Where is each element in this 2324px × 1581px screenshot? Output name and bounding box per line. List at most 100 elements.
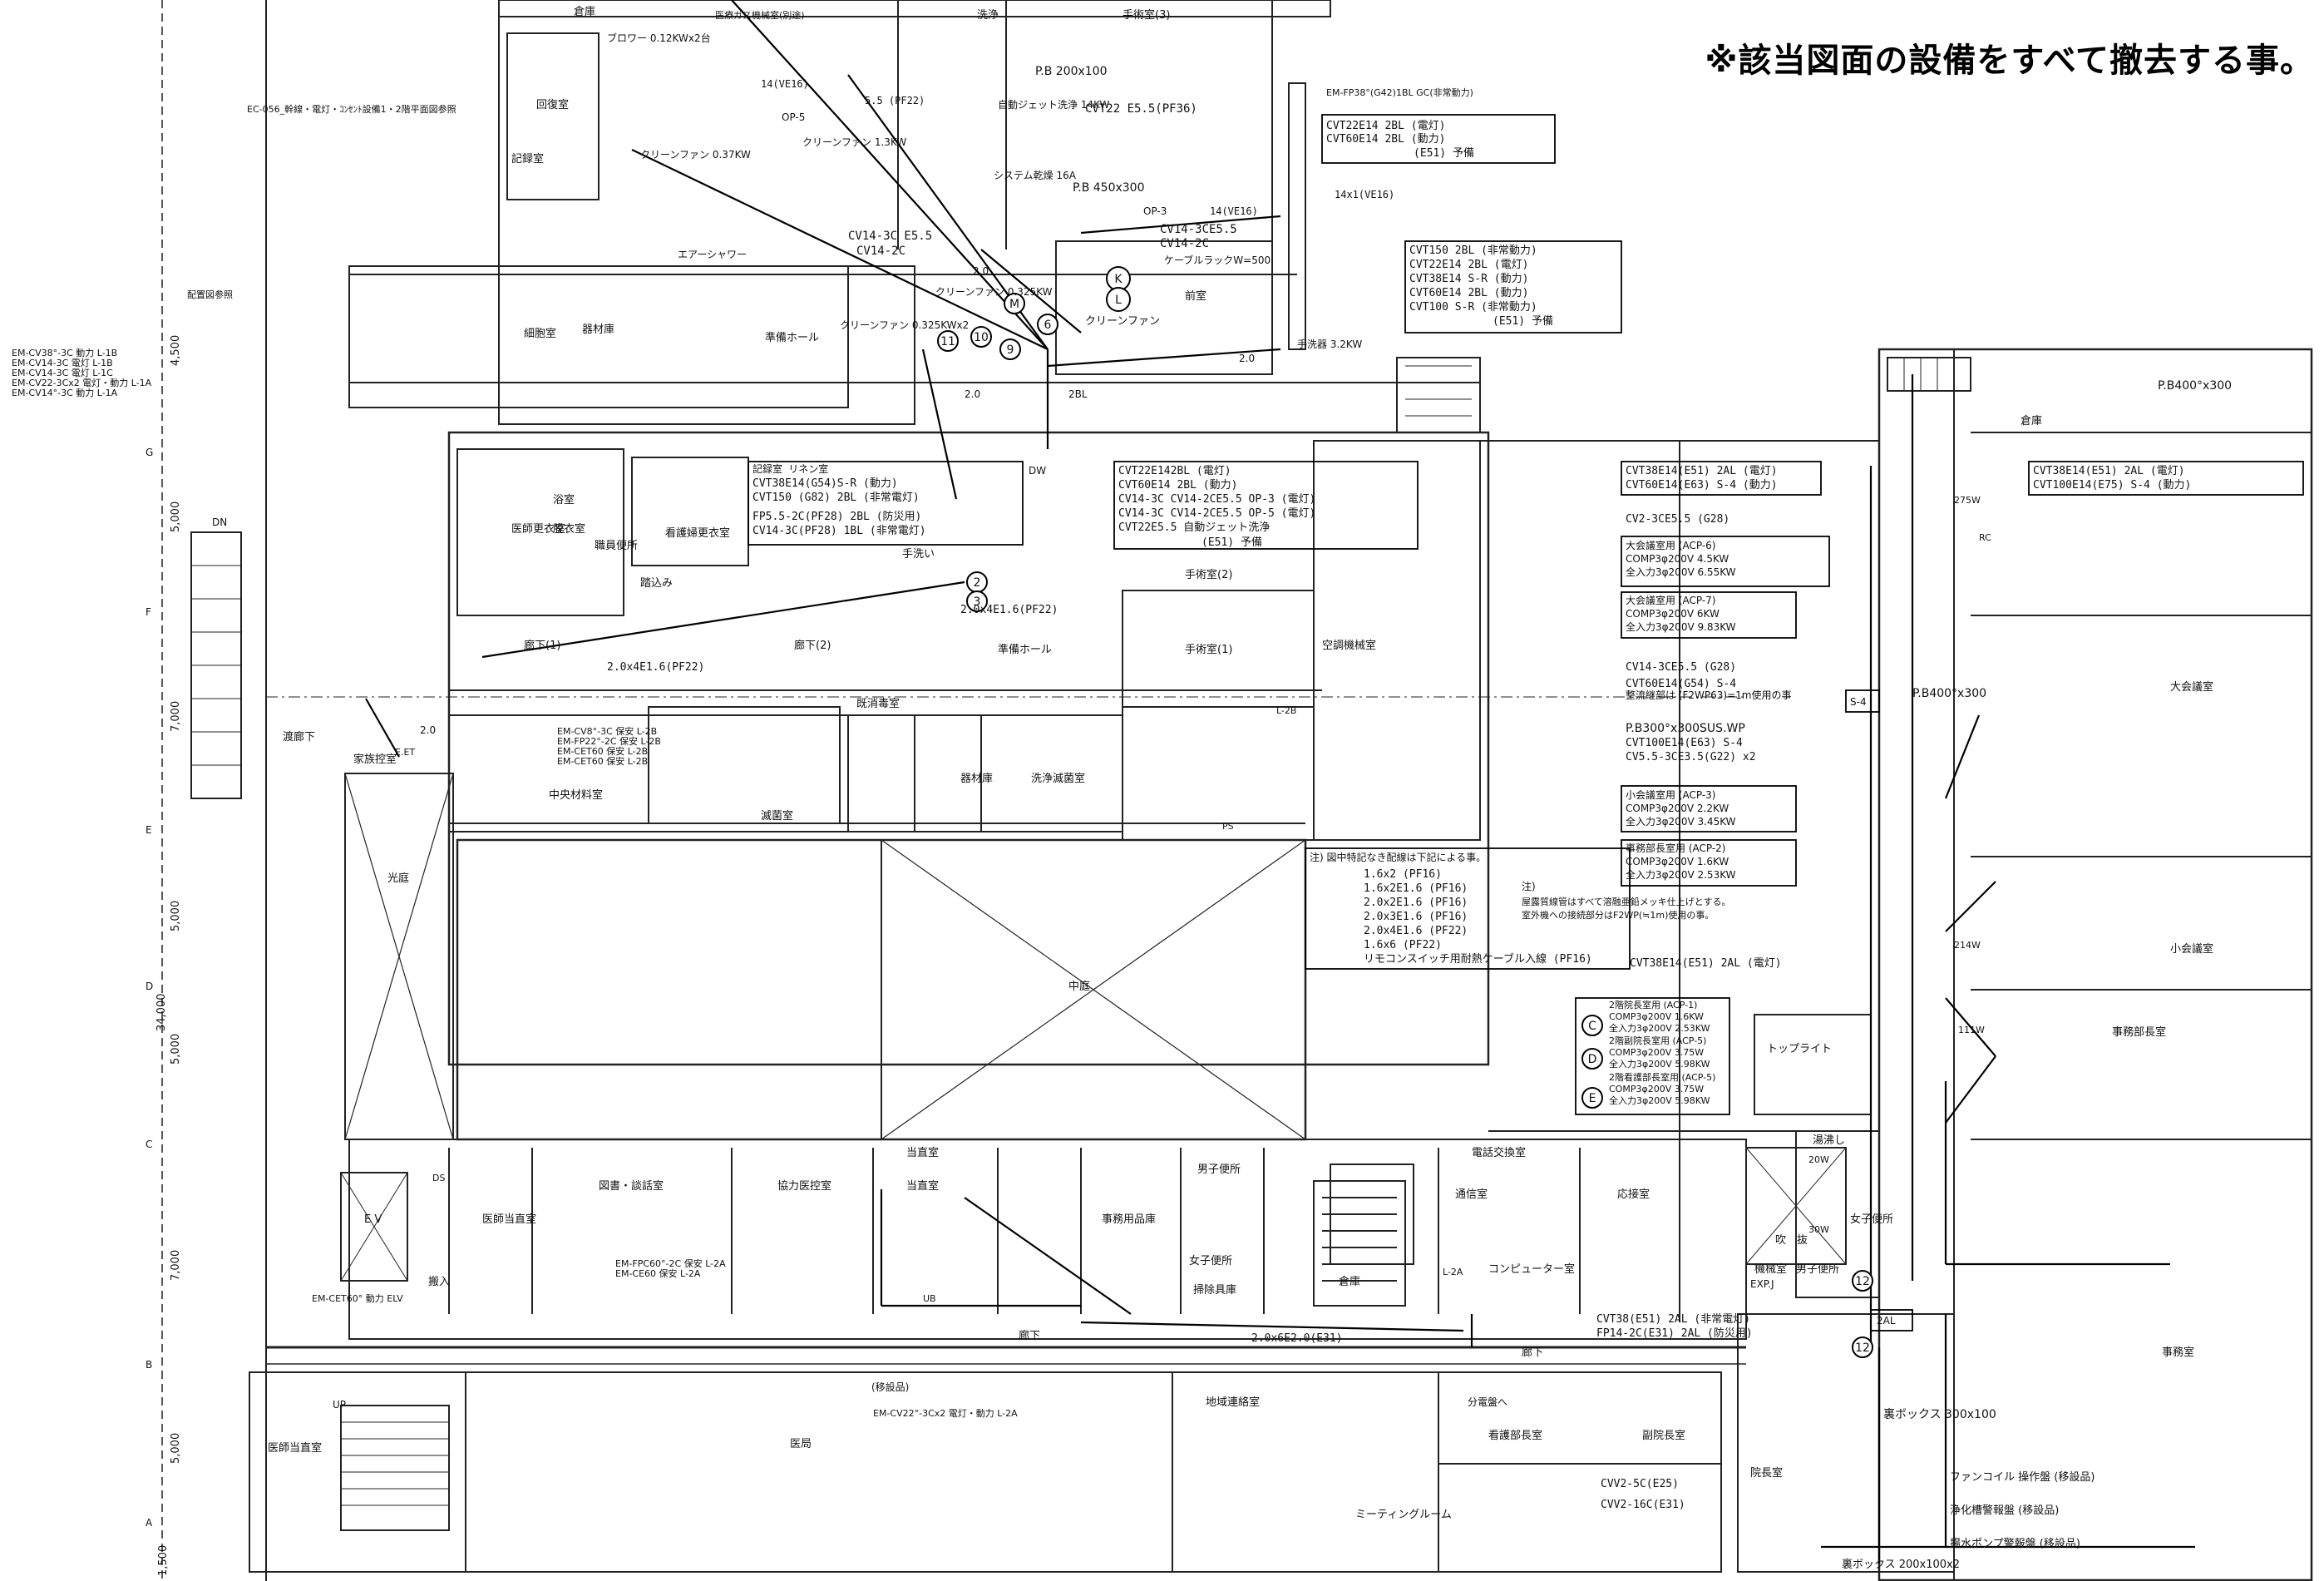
cable-line: CVT60E14 2BL (動力): [1326, 133, 1445, 146]
grid-dimension: 5,000: [170, 501, 182, 532]
acp-line: 2階院長室用 (ACP-1): [1609, 999, 1697, 1010]
equipment-label: P.B 450x300: [1073, 181, 1145, 195]
equipment-label: クリーンファン 0.325KW: [935, 286, 1053, 298]
acp-line: COMP3φ200V 1.6KW: [1626, 856, 1729, 867]
legend-item: 2.0x2E1.6 (PF16): [1364, 897, 1468, 909]
wiring-text: UP: [333, 1399, 346, 1411]
room-label: 中庭: [1068, 980, 1090, 993]
room-label: 当直室: [906, 1146, 939, 1159]
cable-line: CVT22E14 2BL (電灯): [1409, 259, 1528, 271]
grid-dimension: 1,500: [157, 1545, 170, 1576]
room-label: 洗浄滅菌室: [1031, 772, 1085, 785]
room-label: 事務用品庫: [1102, 1213, 1156, 1226]
acp-line: 全入力3φ200V 2.53KW: [1609, 1022, 1710, 1034]
acp-line: CV2-3CE5.5 (G28): [1626, 513, 1729, 526]
room-label: 女子便所: [1189, 1254, 1232, 1267]
room-label: 脱衣室: [553, 522, 585, 536]
room-label: 空調機械室: [1322, 639, 1376, 652]
acp-line: 全入力3φ200V 5.98KW: [1609, 1094, 1710, 1106]
wiring-text: 2AL: [1877, 1315, 1896, 1327]
cable-line: FP14-2C(E31) 2AL (防災用): [1596, 1327, 1753, 1340]
cable-line: (E51) 予備: [1493, 314, 1553, 328]
room-label: 事務部長室: [2112, 1025, 2166, 1039]
wiring-text: L-2A: [1443, 1267, 1463, 1277]
equipment-label: 揚水ポンプ警報盤 (移設品): [1950, 1537, 2080, 1550]
wiring-text: DS: [432, 1173, 445, 1183]
reference-note: EM-FP38°(G42)1BL GC(非常動力): [1326, 86, 1473, 98]
room-label: クリーンファン: [1085, 315, 1160, 328]
wiring-text: L-2B: [1276, 705, 1296, 716]
room-label: 踏込み: [640, 577, 673, 590]
grid-row-label: B: [146, 1359, 152, 1371]
equipment-label: 自動ジェット洗浄 14KW: [998, 99, 1110, 111]
room-label: 院長室: [1750, 1466, 1783, 1480]
legend-item: 2.0x3E1.6 (PF16): [1364, 911, 1468, 923]
room-label: 廊下: [1019, 1329, 1040, 1342]
svg-text:D: D: [1588, 1053, 1597, 1066]
grid-row-label: G: [146, 447, 153, 458]
cable-line: (E51) 予備: [1414, 146, 1474, 160]
room-label: 副院長室: [1642, 1429, 1685, 1442]
equipment-label: P.B 200x100: [1035, 65, 1108, 78]
equipment-label: 分電盤へ: [1468, 1396, 1507, 1408]
room-label: 準備ホール: [765, 331, 819, 344]
em-cable: EM-CV22°-3Cx2 電灯・動力 L-2A: [873, 1407, 1018, 1419]
cable-line: CVT60E14 2BL (動力): [1118, 479, 1237, 492]
acp-line: 全入力3φ200V 5.98KW: [1609, 1058, 1710, 1070]
room-label: 洗浄: [977, 9, 999, 22]
cable-line: CVT60E14(E63) S-4 (動力): [1626, 479, 1778, 492]
equipment-label: ケーブルラックW=500: [1164, 254, 1271, 266]
acp-line: COMP3φ200V 2.2KW: [1626, 803, 1729, 814]
em-cable: EM-CET60 保安 L-2B: [557, 755, 648, 767]
wiring-text: OP-3: [1143, 205, 1167, 217]
equipment-label: クリーンファン 1.3KW: [802, 136, 906, 148]
room-label: 男子便所: [1197, 1164, 1241, 1176]
acp-line: 小会議室用 (ACP-3): [1626, 788, 1716, 801]
acp-line: CVT38E14(E51) 2AL (電灯): [1630, 957, 1782, 970]
wiring-text: 20W: [1808, 1154, 1829, 1165]
grid-dimension: 34,000: [155, 994, 168, 1032]
cable-line: 記録室 リネン室: [752, 462, 828, 475]
wiring-text: 14(VE16): [1210, 205, 1258, 217]
em-cable: EM-CV22-3Cx2 電灯・動力 L-1A: [12, 377, 152, 388]
em-cable: EM-CV14-3C 電灯 L-1B: [12, 358, 113, 368]
equipment-label: クリーンファン 0.325KWx2: [840, 319, 969, 331]
wiring-text: CV14-3C E5.5: [848, 230, 932, 243]
equipment-label: P.B400°x300: [2158, 379, 2232, 393]
svg-text:M: M: [1009, 298, 1019, 311]
svg-text:12: 12: [1855, 1341, 1870, 1355]
room-label: 既消毒室: [856, 697, 900, 710]
em-cable: EM-CET60 保安 L-2B: [557, 745, 648, 757]
wiring-text: 2.0: [1239, 353, 1255, 364]
acp-line: 2階副院長室用 (ACP-5): [1609, 1035, 1706, 1046]
legend-item: 1.6x6 (PF22): [1364, 939, 1442, 951]
wiring-text: PS: [1222, 821, 1234, 832]
cable-line: CVT22E14 2BL (電灯): [1326, 120, 1445, 132]
cable-line: CVT100E14(E75) S-4 (動力): [2033, 479, 2191, 492]
room-label: 器材庫: [960, 773, 993, 785]
grid-dimension: 5,000: [170, 1034, 182, 1065]
room-label: 医師更衣室: [511, 522, 565, 536]
room-label: 搬入: [428, 1276, 450, 1288]
wiring-text: DW: [1029, 465, 1046, 477]
room-label: 前室: [1185, 289, 1206, 303]
em-cable: EM-FP22°-2C 保安 L-2B: [557, 735, 661, 747]
room-label: 地域連絡室: [1206, 1396, 1260, 1409]
grid-row-label: C: [146, 1139, 152, 1150]
wiring-text: 2.0: [420, 724, 436, 736]
wiring-text: 5.5 (PF22): [865, 95, 925, 106]
wiring-text: UB: [923, 1293, 936, 1304]
cable-line: CVT38E14 S-R (動力): [1409, 273, 1528, 285]
wiring-text: E.ET: [395, 747, 415, 758]
room-label: 記録室: [511, 152, 544, 166]
room-label: 図書・談話室: [599, 1179, 664, 1193]
room-label: 事務室: [2162, 1346, 2194, 1359]
room-label: 手洗い: [902, 548, 935, 561]
room-label: 廊下(1): [524, 639, 560, 652]
wiring-text: 214W: [1954, 940, 1981, 951]
cable-line: CVT22E142BL (電灯): [1118, 465, 1231, 477]
grid-row-label: E: [146, 824, 152, 836]
legend-item: 1.6x2 (PF16): [1364, 868, 1442, 881]
wiring-text: EXP.J: [1750, 1278, 1774, 1290]
